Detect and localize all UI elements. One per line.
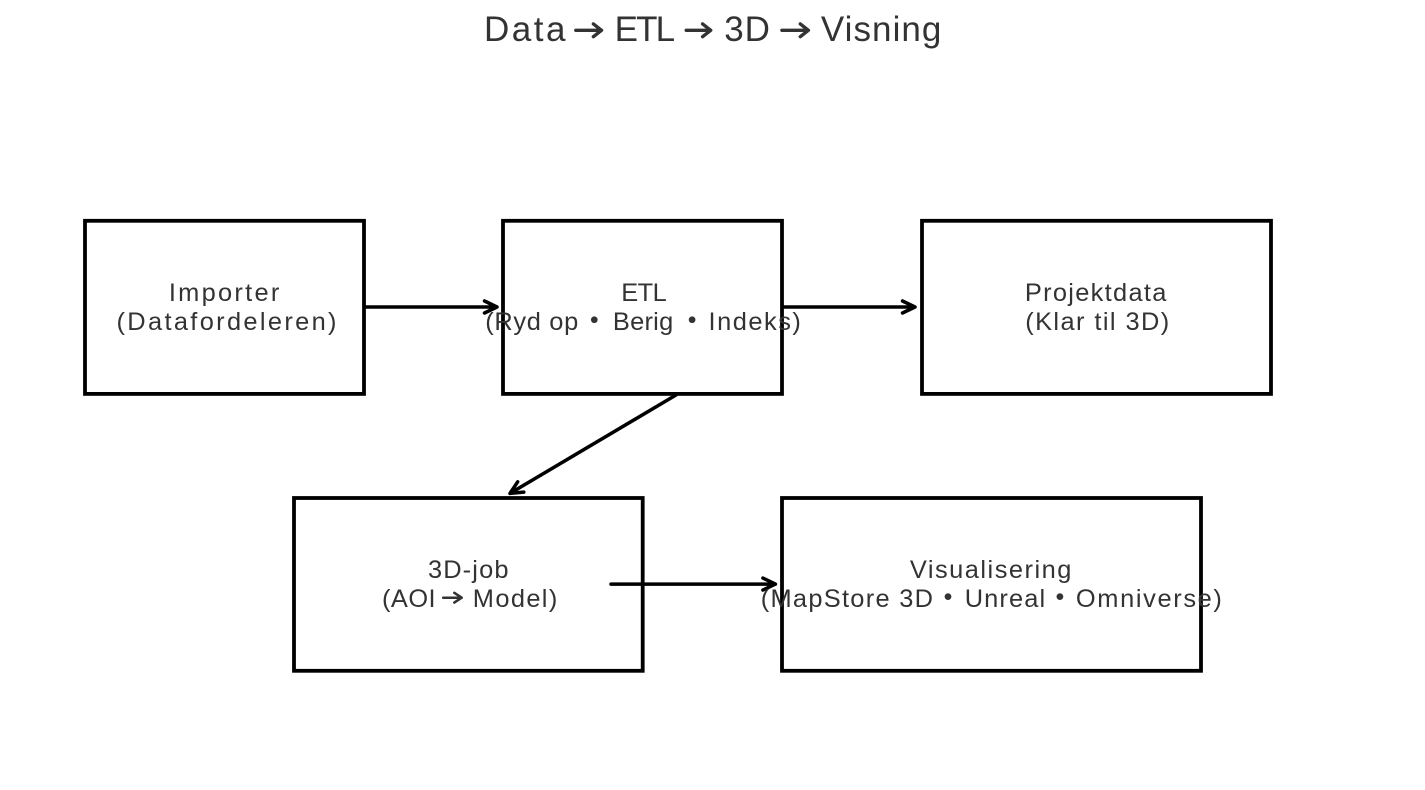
svg-text:(Klar til 3D): (Klar til 3D)	[1025, 308, 1169, 336]
svg-text:Unreal: Unreal	[965, 585, 1045, 613]
svg-text:ETL: ETL	[621, 279, 667, 307]
svg-text:Model): Model)	[473, 585, 558, 613]
svg-text:Projektdata: Projektdata	[1025, 279, 1167, 307]
svg-text:(Datafordeleren): (Datafordeleren)	[117, 308, 337, 336]
svg-text:Visning: Visning	[821, 10, 942, 49]
svg-text:(AOI: (AOI	[382, 585, 436, 613]
svg-text:(Ryd op: (Ryd op	[485, 308, 578, 336]
svg-text:3D-job: 3D-job	[428, 556, 509, 584]
svg-text:Omniverse): Omniverse)	[1076, 585, 1222, 613]
svg-text:Visualisering: Visualisering	[910, 556, 1072, 584]
svg-text:3D: 3D	[724, 10, 770, 49]
svg-text:Berig: Berig	[613, 308, 673, 336]
svg-text:Data: Data	[484, 10, 566, 49]
svg-text:Indeks): Indeks)	[709, 308, 801, 336]
svg-text:ETL: ETL	[615, 10, 676, 49]
svg-text:Importer: Importer	[169, 279, 280, 307]
svg-text:(MapStore 3D: (MapStore 3D	[761, 585, 933, 613]
